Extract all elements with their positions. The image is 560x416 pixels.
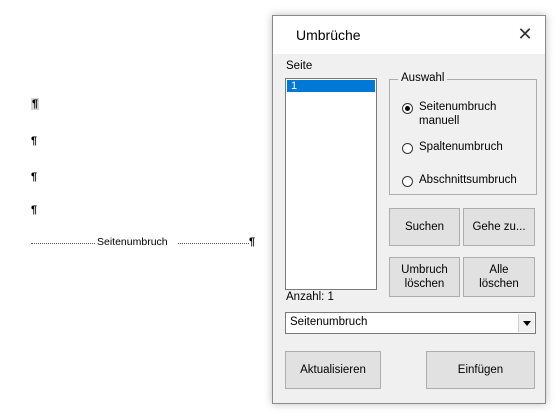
dialog-title: Umbrüche (296, 27, 361, 43)
count-label: Anzahl: 1 (286, 291, 334, 303)
delete-break-button[interactable]: Umbruch löschen (389, 257, 460, 297)
delete-break-label-line1: Umbruch (401, 264, 448, 276)
radio-column-break[interactable]: Spaltenumbruch (402, 140, 532, 156)
delete-all-button[interactable]: Alle löschen (463, 257, 535, 297)
radio-unselected-icon[interactable] (402, 143, 413, 154)
refresh-button[interactable]: Aktualisieren (285, 351, 381, 389)
selection-group-legend: Auswahl (398, 72, 448, 84)
radio-column-break-label: Spaltenumbruch (419, 141, 503, 153)
breaks-dialog: Umbrüche ✕ Seite 1 Anzahl: 1 Auswahl Sei… (272, 15, 546, 404)
radio-manual-page-break[interactable]: Seitenumbruch manuell (402, 100, 532, 130)
paragraph-mark-4[interactable]: ¶ (31, 204, 38, 216)
page-break-paragraph-mark: ¶ (249, 236, 256, 248)
page-break-dots-left (31, 243, 95, 244)
insert-button[interactable]: Einfügen (426, 351, 535, 389)
radio-selected-icon[interactable] (402, 103, 413, 114)
radio-manual-page-break-label: Seitenumbruch manuell (419, 100, 496, 128)
paragraph-mark-2[interactable]: ¶ (31, 135, 38, 147)
close-icon[interactable]: ✕ (517, 24, 533, 44)
list-item[interactable]: 1 (287, 80, 375, 92)
break-type-dropdown[interactable]: Seitenumbruch (285, 312, 536, 334)
chevron-down-icon[interactable] (518, 314, 534, 332)
delete-all-label-line2: löschen (479, 278, 519, 290)
radio-section-break[interactable]: Abschnittsumbruch (402, 173, 532, 189)
search-button[interactable]: Suchen (389, 208, 460, 246)
delete-break-label-line2: löschen (404, 278, 445, 290)
page-break-dots-right (178, 243, 249, 244)
page-break-line[interactable]: Seitenumbruch ¶ (31, 236, 259, 250)
paragraph-mark-3[interactable]: ¶ (31, 171, 38, 183)
page-list-label: Seite (286, 60, 313, 72)
radio-unselected-icon[interactable] (402, 176, 413, 187)
paragraph-mark-1[interactable]: ¶ (31, 98, 40, 110)
radio-label-line1: Seitenumbruch (419, 101, 497, 113)
page-listbox[interactable]: 1 (285, 78, 377, 290)
radio-label-line2: manuell (419, 115, 460, 127)
page-break-label: Seitenumbruch (97, 236, 168, 248)
radio-section-break-label: Abschnittsumbruch (419, 174, 517, 186)
dialog-titlebar[interactable]: Umbrüche ✕ (273, 16, 545, 54)
delete-all-label-line1: Alle (489, 264, 509, 276)
break-type-value: Seitenumbruch (290, 316, 368, 328)
document-area: ¶ ¶ ¶ ¶ Seitenumbruch ¶ (0, 0, 270, 416)
goto-button[interactable]: Gehe zu... (463, 208, 535, 246)
selection-group: Auswahl Seitenumbruch manuell Spaltenumb… (389, 72, 537, 195)
